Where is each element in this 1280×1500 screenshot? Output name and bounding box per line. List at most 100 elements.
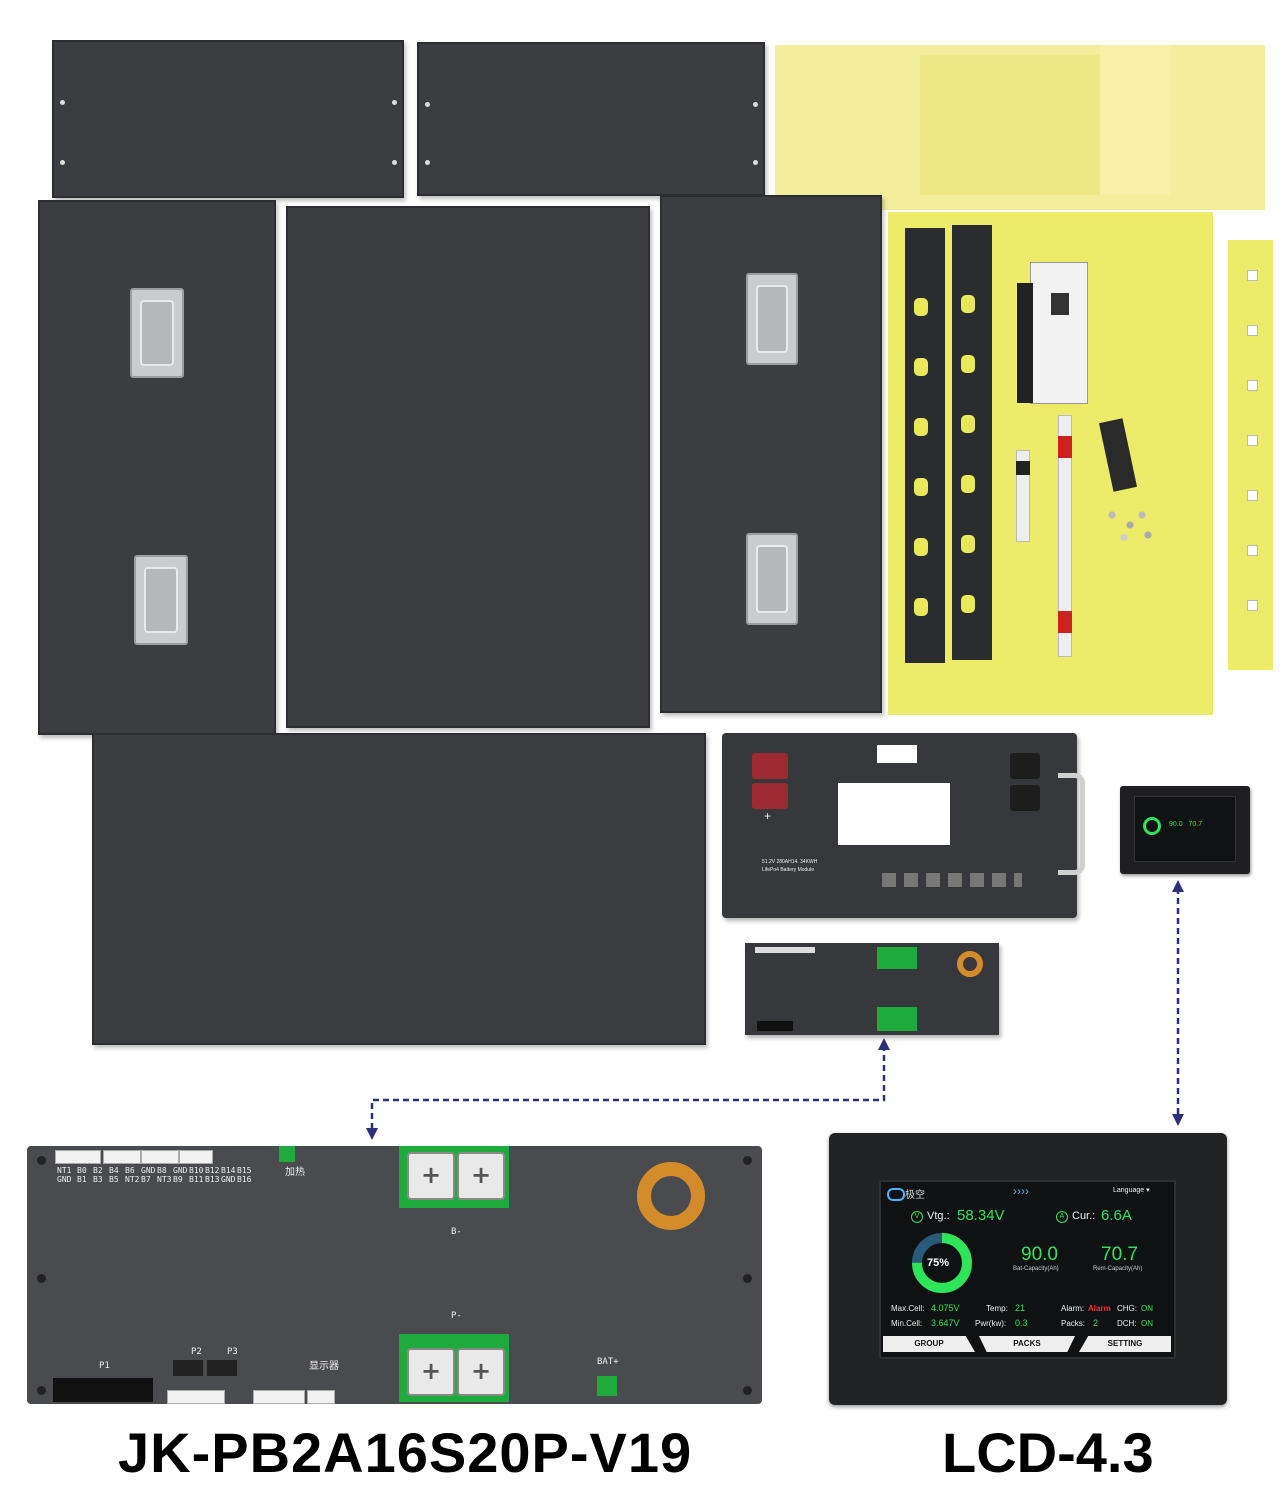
bottom-panel (92, 733, 706, 1045)
voltage-label: Vtg.: (927, 1210, 950, 1222)
lcd-display-unit: 极空 ›››› Language ▾ V Vtg.: 58.34V A Cur.… (829, 1133, 1227, 1405)
temp-label: Temp: (986, 1304, 1008, 1313)
lcd-photo: 90.0 70.7 (1120, 786, 1250, 874)
negative-terminal (1010, 785, 1040, 811)
negative-terminal (1010, 753, 1040, 779)
b-minus-label: B- (451, 1227, 462, 1237)
heating-terminal (279, 1146, 295, 1162)
handle-icon (746, 273, 798, 365)
balance-label: B0 B1 (77, 1166, 87, 1184)
voltage-icon: V (911, 1211, 923, 1223)
positive-terminal (752, 753, 788, 779)
chg-label: CHG: (1117, 1304, 1137, 1313)
soc-ring (912, 1233, 972, 1293)
max-cell-label: Max.Cell: (891, 1304, 925, 1313)
heating-label: 加热 (285, 1167, 305, 1178)
tab-setting[interactable]: SETTING (1079, 1336, 1171, 1352)
dch-value: ON (1141, 1319, 1153, 1328)
arrow-head-icon (366, 1128, 378, 1140)
red-cable (1058, 415, 1072, 657)
balance-label: GND B9 (173, 1166, 188, 1184)
module-label-line2: LifePo4 Battery Module (762, 867, 814, 873)
display-connector (307, 1390, 335, 1404)
current-value: 6.6A (1101, 1207, 1132, 1224)
lcd-screen: 极空 ›››› Language ▾ V Vtg.: 58.34V A Cur.… (879, 1180, 1176, 1359)
language-label: Language (1113, 1187, 1145, 1194)
balance-label: B14 GND (221, 1166, 236, 1184)
packs-label: Packs: (1061, 1319, 1086, 1328)
balance-label: B15 B16 (237, 1166, 252, 1184)
relay (207, 1360, 237, 1376)
port-connector (253, 1390, 305, 1404)
port-connector (167, 1390, 225, 1404)
relay (173, 1360, 203, 1376)
bms-board: NT1 GND B0 B1 B2 B3 B4 B5 B6 NT2 GND B7 … (27, 1146, 762, 1404)
p2-label: P2 (191, 1347, 202, 1357)
p1-label: P1 (99, 1361, 110, 1371)
balance-connector (55, 1150, 101, 1164)
balance-label: B2 B3 (93, 1166, 103, 1184)
p-minus-pad (399, 1334, 509, 1402)
p-minus-label: P- (451, 1311, 462, 1321)
balance-connector (141, 1150, 179, 1164)
balance-label: B6 NT2 (125, 1166, 140, 1184)
balance-connector (103, 1150, 141, 1164)
display-window (838, 783, 950, 845)
balance-label: B10 B11 (189, 1166, 204, 1184)
balance-connector (179, 1150, 213, 1164)
current-icon: A (1056, 1211, 1068, 1223)
mounting-rail-left (905, 228, 945, 663)
p1-connector (53, 1378, 153, 1402)
current-label: Cur.: (1072, 1210, 1096, 1222)
top-cover-panel-right (417, 42, 765, 196)
display-label: 显示器 (309, 1361, 339, 1372)
side-panel-right (660, 195, 882, 713)
bat-capacity-value: 90.0 (1021, 1244, 1058, 1265)
min-cell-label: Min.Cell: (891, 1319, 923, 1328)
arrow-head-icon (1172, 880, 1184, 892)
bat-plus-label: BAT+ (597, 1357, 619, 1367)
handle-icon (134, 555, 188, 645)
p3-label: P3 (227, 1347, 238, 1357)
dch-label: DCH: (1117, 1319, 1137, 1328)
tab-group[interactable]: GROUP (883, 1336, 975, 1352)
insulation-sheet-fold (1100, 45, 1170, 195)
mounting-rail-right (952, 225, 992, 660)
max-cell-value: 4.075V (931, 1303, 960, 1313)
cloud-logo-icon (887, 1188, 905, 1201)
balance-label: B4 B5 (109, 1166, 119, 1184)
balance-label: B12 B13 (205, 1166, 220, 1184)
alarm-value: Alarm (1088, 1304, 1111, 1313)
side-panel-left (38, 200, 276, 735)
plus-mark: + (764, 809, 772, 823)
arrows-indicator: ›››› (1013, 1184, 1029, 1198)
balance-label: NT1 GND (57, 1166, 72, 1184)
balance-label: GND B7 (141, 1166, 156, 1184)
top-cover-panel-left (52, 40, 404, 198)
language-dropdown[interactable]: Language ▾ (1113, 1186, 1150, 1194)
insulation-sheet-overlay (920, 55, 1100, 195)
label-window (877, 745, 917, 763)
brand-name: 极空 (905, 1190, 925, 1201)
lcd-model-title: LCD-4.3 (942, 1421, 1154, 1484)
front-panel-large (286, 206, 650, 728)
inductor-coil (637, 1162, 705, 1230)
handle-icon (746, 533, 798, 625)
bms-board-photo (745, 943, 999, 1035)
handle-icon (130, 288, 184, 378)
min-cell-value: 3.647V (931, 1318, 960, 1328)
breaker-switch (1017, 262, 1088, 404)
temp-value: 21 (1015, 1303, 1026, 1313)
voltage-value: 58.34V (957, 1207, 1005, 1224)
balance-label: B8 NT3 (157, 1166, 172, 1184)
alarm-label: Alarm: (1061, 1304, 1085, 1313)
port-row (882, 873, 1022, 887)
chg-value: ON (1141, 1304, 1153, 1313)
tab-packs[interactable]: PACKS (979, 1336, 1075, 1352)
packs-value: 2 (1093, 1318, 1099, 1328)
inductor-coil (957, 951, 983, 977)
soc-value: 75% (927, 1257, 950, 1269)
chevron-down-icon: ▾ (1146, 1187, 1150, 1194)
bms-model-title: JK-PB2A16S20P-V19 (118, 1421, 693, 1484)
